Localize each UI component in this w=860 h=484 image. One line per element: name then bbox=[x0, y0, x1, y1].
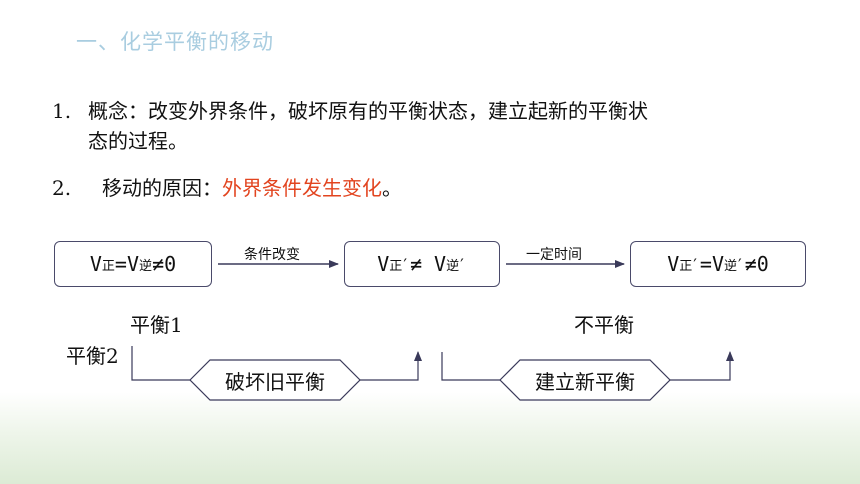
not-equal-v: ≠ V bbox=[409, 252, 447, 276]
hexagon-1 bbox=[189, 359, 361, 401]
hexagon-2 bbox=[499, 359, 671, 401]
bracket-1-right bbox=[360, 351, 422, 381]
item-1-text-line1: 概念：改变外界条件，破坏原有的平衡状态，建立起新的平衡状 bbox=[88, 99, 648, 123]
bracket-1 bbox=[131, 346, 190, 381]
state-label-equilibrium-2: 平衡2 bbox=[66, 344, 119, 368]
sub-forward: 正 bbox=[679, 258, 693, 274]
item-1-number: 1. bbox=[52, 99, 72, 123]
v-symbol: V bbox=[667, 252, 680, 276]
item-2-number: 2. bbox=[52, 176, 72, 200]
prime-mark: ′ bbox=[457, 254, 467, 274]
not-equal-zero: ≠0 bbox=[152, 252, 177, 276]
slide-title: 一、化学平衡的移动 bbox=[76, 30, 274, 54]
v-symbol: V bbox=[377, 252, 390, 276]
not-equal-zero: ≠0 bbox=[744, 252, 769, 276]
v-symbol: V bbox=[89, 252, 102, 276]
arrow-2-label: 一定时间 bbox=[526, 247, 582, 263]
bracket-2-right bbox=[670, 351, 734, 381]
equals-v: =V bbox=[699, 252, 725, 276]
arrow-1-label: 条件改变 bbox=[244, 247, 300, 263]
state-label-non-equilibrium: 不平衡 bbox=[574, 313, 634, 337]
item-2-suffix: 。 bbox=[382, 176, 402, 200]
prime-mark: ′ bbox=[400, 254, 410, 274]
sub-forward: 正 bbox=[389, 258, 403, 274]
item-1-text-line2: 态的过程。 bbox=[88, 129, 188, 153]
state-label-equilibrium-1: 平衡1 bbox=[130, 313, 183, 337]
sub-reverse: 逆 bbox=[139, 258, 153, 274]
hexagon-1-label: 破坏旧平衡 bbox=[225, 370, 325, 394]
item-2: 2. 移动的原因：外界条件发生变化。 bbox=[52, 173, 402, 203]
item-1: 1. 概念：改变外界条件，破坏原有的平衡状态，建立起新的平衡状 态的过程。 bbox=[52, 96, 812, 156]
sub-reverse: 逆 bbox=[724, 258, 738, 274]
hexagon-2-label: 建立新平衡 bbox=[535, 370, 635, 394]
sub-reverse: 逆 bbox=[446, 258, 460, 274]
prime-mark: ′ bbox=[690, 254, 700, 274]
item-2-highlight: 外界条件发生变化 bbox=[222, 176, 382, 200]
prime-mark: ′ bbox=[735, 254, 745, 274]
item-2-prefix: 移动的原因： bbox=[102, 176, 222, 200]
sub-forward: 正 bbox=[101, 258, 115, 274]
bracket-2 bbox=[441, 352, 500, 381]
bottom-gradient-band bbox=[0, 392, 860, 484]
equals-v: =V bbox=[114, 252, 140, 276]
